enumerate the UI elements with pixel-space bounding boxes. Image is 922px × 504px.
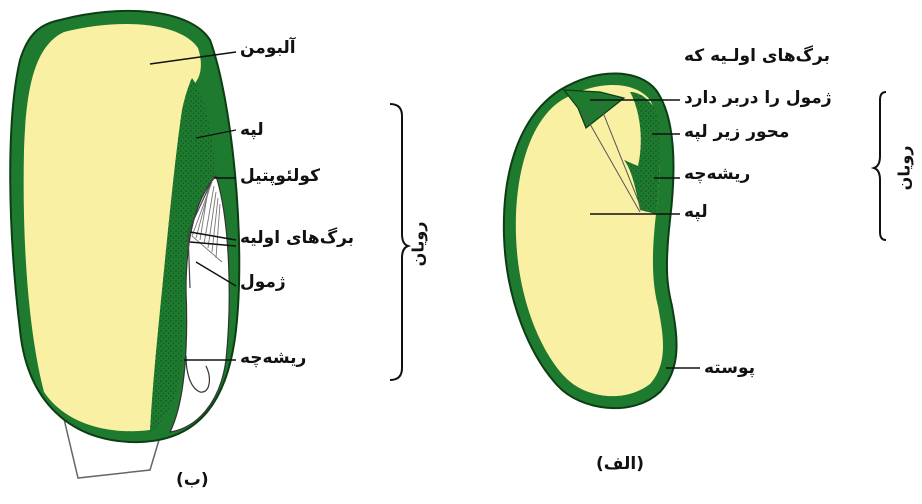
label-alef-seed-coat: پوسته — [704, 358, 756, 378]
caption-b: (ب) — [176, 470, 209, 490]
figure-b-albumen — [23, 24, 201, 432]
label-alef-radicle: ریشه‌چه — [684, 164, 751, 184]
figure-alef-seed — [502, 72, 678, 410]
figure-b-embryo-bracket — [389, 103, 412, 381]
label-alef-embryo: رویان — [894, 145, 914, 191]
label-b-embryo: رویان — [408, 221, 428, 267]
figure-alef-leaders — [590, 99, 700, 369]
figure-b-coleoptile — [187, 175, 215, 289]
label-b-plumule: ژمول — [240, 272, 286, 292]
figure-b-first-leaves — [191, 181, 223, 263]
label-alef-first-leaves-line1: برگ‌های اولـیه که — [684, 46, 830, 66]
figure-b-radicle — [185, 355, 210, 393]
label-alef-hypocotyl: محور زیر لپه — [684, 122, 790, 142]
label-b-cotyledon: لپه — [240, 120, 264, 140]
label-b-albumen: آلبومن — [240, 38, 296, 58]
label-b-radicle: ریشه‌چه — [240, 348, 307, 368]
label-b-coleoptile: کولئوپتیل — [240, 166, 320, 186]
figure-b-leaders — [149, 51, 237, 361]
label-b-first-leaves: برگ‌های اولیه — [240, 228, 355, 248]
caption-alef: (الف) — [596, 454, 644, 474]
figure-b-seed — [9, 9, 241, 479]
figure-alef-embryo-bracket — [870, 91, 887, 241]
label-alef-cotyledon: لپه — [684, 202, 708, 222]
label-alef-first-leaves-line2: ژمول را دربر دارد — [684, 88, 832, 108]
